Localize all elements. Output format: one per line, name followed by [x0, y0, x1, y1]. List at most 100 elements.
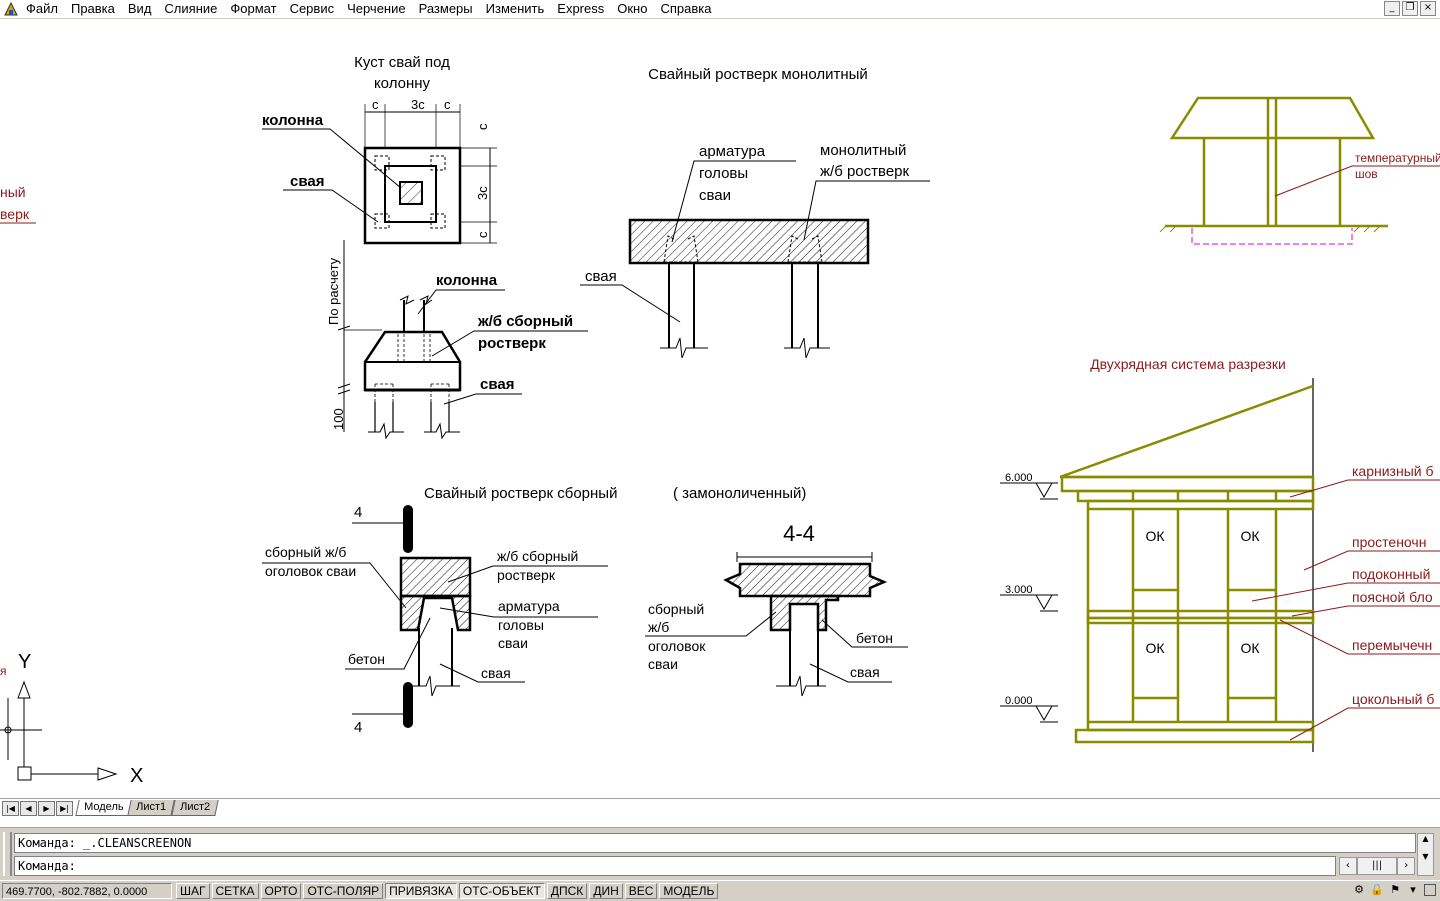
dim-c-1: с: [372, 97, 379, 112]
drawing-canvas[interactable]: ный верк я Куст свай под колонну с 3с с …: [0, 19, 1440, 797]
ucs-y-label: Y: [18, 651, 31, 673]
precast-title: Свайный ростверк сборный: [424, 485, 617, 502]
label-golovy: головы: [699, 165, 748, 182]
label-zhb-44: ж/б: [648, 619, 669, 635]
label-ogolovok-44: оголовок: [648, 638, 706, 654]
dim-3c-top: 3с: [411, 97, 425, 112]
menu-item-9[interactable]: Express: [557, 1, 605, 16]
dim-c-3: с: [475, 123, 490, 130]
left-fragment: ный верк я: [0, 184, 36, 678]
autocad-app-icon[interactable]: [4, 2, 18, 16]
label-svaya: свая: [290, 173, 324, 190]
tab-model[interactable]: Модель: [75, 800, 133, 816]
status-toggle-5[interactable]: ОТС-ОБЪЕКТ: [458, 883, 545, 899]
label-kolonna: колонна: [262, 112, 324, 129]
window-label-1: ОК: [1145, 528, 1165, 544]
label-karniz: карнизный б: [1352, 463, 1434, 479]
dim-c-4: с: [475, 231, 490, 238]
drawing-svg[interactable]: ный верк я Куст свай под колонну с 3с с …: [0, 19, 1440, 797]
next-tab-icon[interactable]: ▶: [38, 801, 55, 816]
command-hscrollbar[interactable]: ‹ ||| ›: [1339, 857, 1416, 875]
tab-layout2[interactable]: Лист2: [170, 800, 219, 816]
scroll-right-icon[interactable]: ›: [1397, 857, 1416, 875]
status-toggle-1[interactable]: СЕТКА: [211, 883, 259, 899]
lock-icon[interactable]: 🔒: [1370, 883, 1384, 896]
tab-layout1[interactable]: Лист1: [127, 800, 176, 816]
status-toggle-9[interactable]: МОДЕЛЬ: [659, 883, 719, 899]
status-toggle-0[interactable]: ШАГ: [176, 883, 210, 899]
section-mark-top: 4: [354, 504, 362, 521]
menu-item-6[interactable]: Черчение: [347, 1, 406, 16]
status-menu-chevron-icon[interactable]: ▾: [1410, 883, 1416, 896]
status-toggle-7[interactable]: ДИН: [589, 883, 623, 899]
status-toggle-3[interactable]: ОТС-ПОЛЯР: [303, 883, 384, 899]
menu-item-8[interactable]: Изменить: [485, 1, 545, 16]
command-input[interactable]: Команда:: [14, 856, 1336, 876]
command-scrollbar[interactable]: ▲▼: [1417, 833, 1434, 876]
command-window: Команда: _.CLEANSCREENON Команда: ▲▼ ‹ |…: [0, 827, 1440, 880]
left-cut-text-3: я: [0, 664, 7, 678]
status-toggle-2[interactable]: ОРТО: [260, 883, 302, 899]
facade-title: Двухрядная система разрезки: [1090, 356, 1286, 372]
label-tsokol: цокольный б: [1352, 691, 1434, 707]
label-100: 100: [331, 408, 346, 430]
temp-joint-label: температурный шов: [1274, 151, 1440, 197]
label-peremych: перемычечн: [1352, 637, 1432, 653]
facade-drawing[interactable]: Двухрядная система разрезки ОК ОК ОК ОК: [1000, 356, 1440, 752]
first-tab-icon[interactable]: |◀: [2, 801, 19, 816]
window-label-2: ОК: [1240, 528, 1260, 544]
label-svai-2: сваи: [498, 635, 528, 651]
section-4-4[interactable]: 4-4 сборный ж/б оголовок сваи бетон свая: [645, 521, 908, 697]
last-tab-icon[interactable]: ▶|: [56, 801, 73, 816]
label-beton: бетон: [348, 651, 385, 667]
menu-item-5[interactable]: Сервис: [289, 1, 335, 16]
tray-settings-icon[interactable]: ⚑: [1390, 883, 1400, 896]
scroll-thumb[interactable]: |||: [1356, 857, 1398, 875]
close-button[interactable]: ×: [1420, 1, 1436, 16]
house-expansion-joint[interactable]: [1159, 96, 1388, 245]
menu-item-3[interactable]: Слияние: [164, 1, 218, 16]
pile-cluster-plan[interactable]: Куст свай под колонну с 3с с с 3с с коло…: [262, 54, 497, 245]
menu-item-1[interactable]: Правка: [70, 1, 115, 16]
menu-item-10[interactable]: Окно: [617, 1, 648, 16]
monolithic-pile-cap[interactable]: Свайный ростверк монолитный арматура гол…: [580, 66, 930, 359]
menu-item-2[interactable]: Вид: [127, 1, 152, 16]
label-zhb-sborny-2: ж/б сборный: [497, 548, 578, 564]
label-armatura-2: арматура: [498, 598, 560, 614]
label-po-raschetu: По расчету: [326, 257, 341, 325]
label-podokon: подоконный: [1352, 566, 1430, 582]
menu-item-4[interactable]: Формат: [230, 1, 277, 16]
prev-tab-icon[interactable]: ◀: [20, 801, 37, 816]
window-label-4: ОК: [1240, 640, 1260, 656]
status-toggle-4[interactable]: ПРИВЯЗКА: [385, 883, 457, 899]
tab-model-label: Модель: [84, 801, 124, 813]
minimize-button[interactable]: _: [1384, 1, 1400, 16]
label-rostverk: ростверк: [478, 335, 546, 352]
status-toggle-6[interactable]: ДПСК: [546, 883, 588, 899]
label-svaya-2: свая: [480, 376, 514, 393]
coordinate-readout[interactable]: 469.7700, -802.7882, 0.0000: [2, 883, 172, 899]
label-kolonna-2: колонна: [436, 272, 498, 289]
label-svaya-44: свая: [850, 664, 880, 680]
clean-screen-icon[interactable]: [1424, 884, 1436, 896]
ucs-x-label: X: [130, 765, 143, 787]
command-window-grip[interactable]: [3, 832, 12, 876]
restore-button[interactable]: ❐: [1402, 1, 1418, 16]
menu-item-0[interactable]: Файл: [26, 1, 58, 16]
left-cut-text-2: верк: [0, 206, 30, 222]
monolithic-title: Свайный ростверк монолитный: [648, 66, 868, 83]
pile-cap-section[interactable]: По расчету 100 колонна ж: [326, 240, 588, 440]
scroll-left-icon[interactable]: ‹: [1339, 857, 1357, 875]
dim-3c-right: 3с: [475, 186, 490, 200]
status-toggle-8[interactable]: ВЕС: [624, 883, 658, 899]
elevation-0: 0.000: [1005, 695, 1033, 707]
label-beton-44: бетон: [856, 630, 893, 646]
menu-item-7[interactable]: Размеры: [418, 1, 473, 16]
tab-layout1-label: Лист1: [136, 801, 167, 813]
label-svaya-monolit: свая: [585, 268, 617, 285]
label-temp-shov-1: температурный: [1355, 151, 1440, 165]
precast-pile-cap[interactable]: Свайный ростверк сборный ( замоноличенны…: [262, 485, 806, 736]
comm-center-icon[interactable]: ⚙: [1354, 883, 1364, 896]
menu-item-11[interactable]: Справка: [660, 1, 712, 16]
